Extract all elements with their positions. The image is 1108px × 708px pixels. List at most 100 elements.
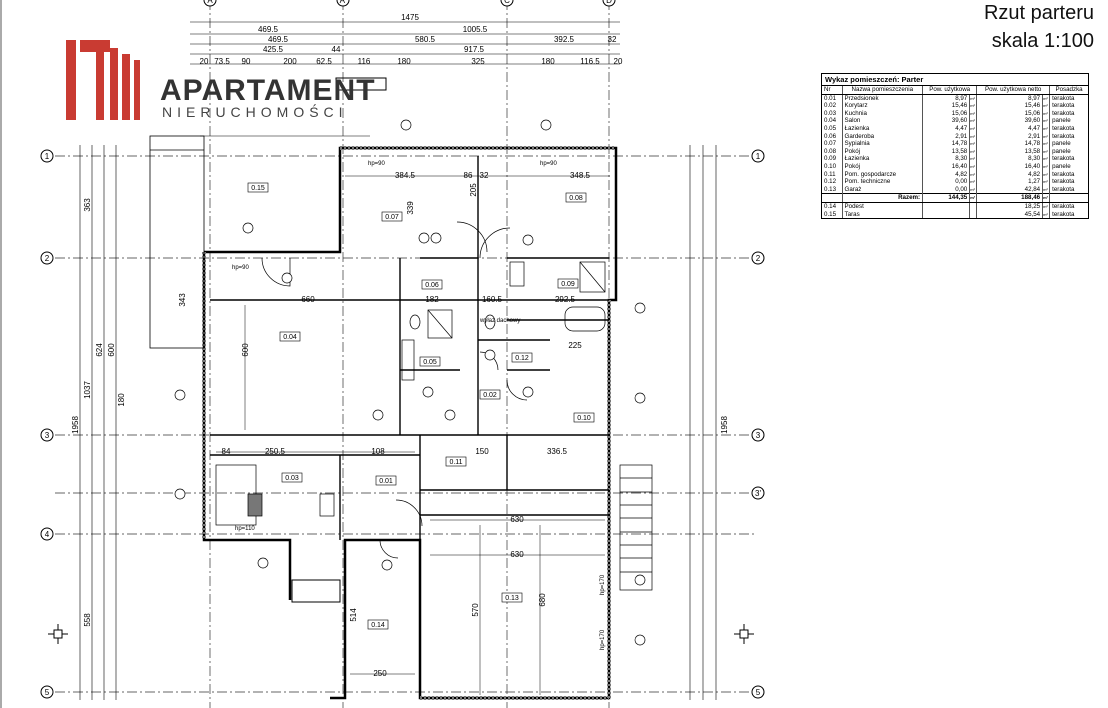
dim-room-630a: 630: [510, 515, 524, 524]
dim-top-5k: 20: [614, 57, 623, 66]
cell-nr: 0.12: [822, 178, 843, 186]
cell-nr: 0.01: [822, 94, 843, 103]
axis-label-1-left: 1: [45, 152, 50, 161]
dim-room-160: 160.5: [482, 295, 503, 304]
room-tag-004: 0.04: [283, 334, 297, 341]
room-dimension-lines: [216, 175, 610, 695]
cell-unit: m²: [969, 102, 978, 110]
cell-usable: [922, 210, 971, 219]
bathroom-fixtures: [401, 261, 606, 381]
cell-unit: m²: [969, 124, 978, 133]
drawing-title: Rzut parteru: [983, 2, 1094, 24]
cell-floor: terakota: [1052, 178, 1075, 186]
dim-top-2a: 469.5: [258, 25, 279, 34]
dim-top-3d: 32: [608, 35, 617, 44]
cell-usable: [922, 202, 971, 211]
wall-hatching: [202, 146, 616, 700]
axis-label-3prime-right: 3': [755, 489, 761, 498]
cell-net: 18,25: [976, 202, 1044, 211]
dim-room-384: 384.5: [395, 171, 416, 180]
dim-top-4b: 917.5: [464, 45, 485, 54]
dim-top-5a: 20: [200, 57, 209, 66]
dim-room-680: 680: [538, 593, 547, 607]
dim-right-total: 1958: [720, 416, 729, 434]
header-usable: Pow. użytkowa: [922, 86, 978, 95]
cell-name: Salon: [842, 117, 924, 125]
cell-unit: m²: [969, 185, 978, 194]
dim-top-4c: 44: [332, 45, 341, 54]
cell-floor: terakota: [1052, 94, 1075, 102]
cell-usable: 8,30: [922, 155, 971, 163]
cell-unit: m²: [1042, 109, 1051, 118]
cell-unit: m²: [969, 170, 978, 179]
cell-name: Garderoba: [842, 132, 924, 141]
cell-unit: m²: [1042, 132, 1051, 141]
dimension-lines-side: [79, 145, 717, 700]
header-nr: Nr: [822, 86, 843, 95]
kitchen-fixtures: [215, 464, 335, 526]
dim-top-5d: 200: [283, 57, 297, 66]
room-tag-005: 0.05: [423, 359, 437, 366]
cell-nr: 0.10: [822, 162, 843, 171]
cell-unit: m²: [969, 162, 978, 171]
room-tag-015: 0.15: [251, 185, 265, 192]
garage-canopy: [291, 77, 387, 603]
label-hp90-top2: hp=90: [540, 161, 558, 167]
cell-name: Garaż: [842, 185, 924, 194]
cell-usable: 39,60: [922, 117, 971, 125]
cell-unit: m²: [969, 132, 978, 141]
dim-room-250b: 250: [373, 669, 387, 678]
cell-nr: 0.09: [822, 155, 843, 163]
drawing-scale: skala 1:100: [991, 30, 1094, 52]
dim-top-3b: 580.5: [415, 35, 436, 44]
dim-top-3a: 469.5: [268, 35, 289, 44]
cell-unit: m²: [969, 147, 978, 156]
cell-usable: 2,91: [922, 132, 971, 141]
cell-name: Sypialnia: [842, 140, 924, 148]
room-tag-008: 0.08: [569, 195, 583, 202]
cell-unit: m²: [1042, 178, 1051, 186]
cell-floor: panele: [1052, 140, 1071, 148]
room-tag-007: 0.07: [385, 214, 399, 221]
cell-floor: panele: [1052, 147, 1071, 155]
axis-label-d: D: [606, 0, 612, 5]
cell-unit: m²: [1042, 162, 1051, 171]
cell-floor: terakota: [1052, 124, 1075, 132]
cell-unit: m²: [969, 193, 978, 203]
cell-net: 2,91: [976, 132, 1044, 141]
label-hp90-top: hp=90: [368, 161, 386, 167]
dim-room-182: 182: [425, 295, 439, 304]
cell-usable: 4,47: [922, 124, 971, 133]
cell-floor: terakota: [1052, 202, 1075, 210]
room-tag-013: 0.13: [505, 595, 519, 602]
cell-unit: m²: [1042, 124, 1051, 133]
dim-top-5f: 116: [358, 57, 371, 66]
cell-name: Przedsionek: [842, 94, 924, 103]
cell-unit: m²: [969, 109, 978, 118]
dim-room-660: 660: [301, 295, 315, 304]
cell-usable: 15,46: [922, 102, 971, 110]
axis-label-4-left: 4: [45, 530, 50, 539]
room-tag-011: 0.11: [449, 459, 462, 466]
axis-label-c: C: [504, 0, 510, 5]
room-schedule-caption: Wykaz pomieszczeń: Parter: [822, 74, 1088, 86]
logo-bar-4: [122, 54, 130, 120]
room-tag-002: 0.02: [483, 392, 497, 399]
room-tag-009: 0.09: [561, 281, 575, 288]
dim-top-3c: 392.5: [554, 35, 575, 44]
dim-top-5i: 180: [541, 57, 555, 66]
cell-net: 1,27: [976, 178, 1044, 186]
room-tag-010: 0.10: [577, 415, 591, 422]
cell-nr: 0.14: [822, 202, 843, 211]
cell-nr: 0.15: [822, 210, 843, 219]
cell-floor: terakota: [1052, 155, 1075, 163]
